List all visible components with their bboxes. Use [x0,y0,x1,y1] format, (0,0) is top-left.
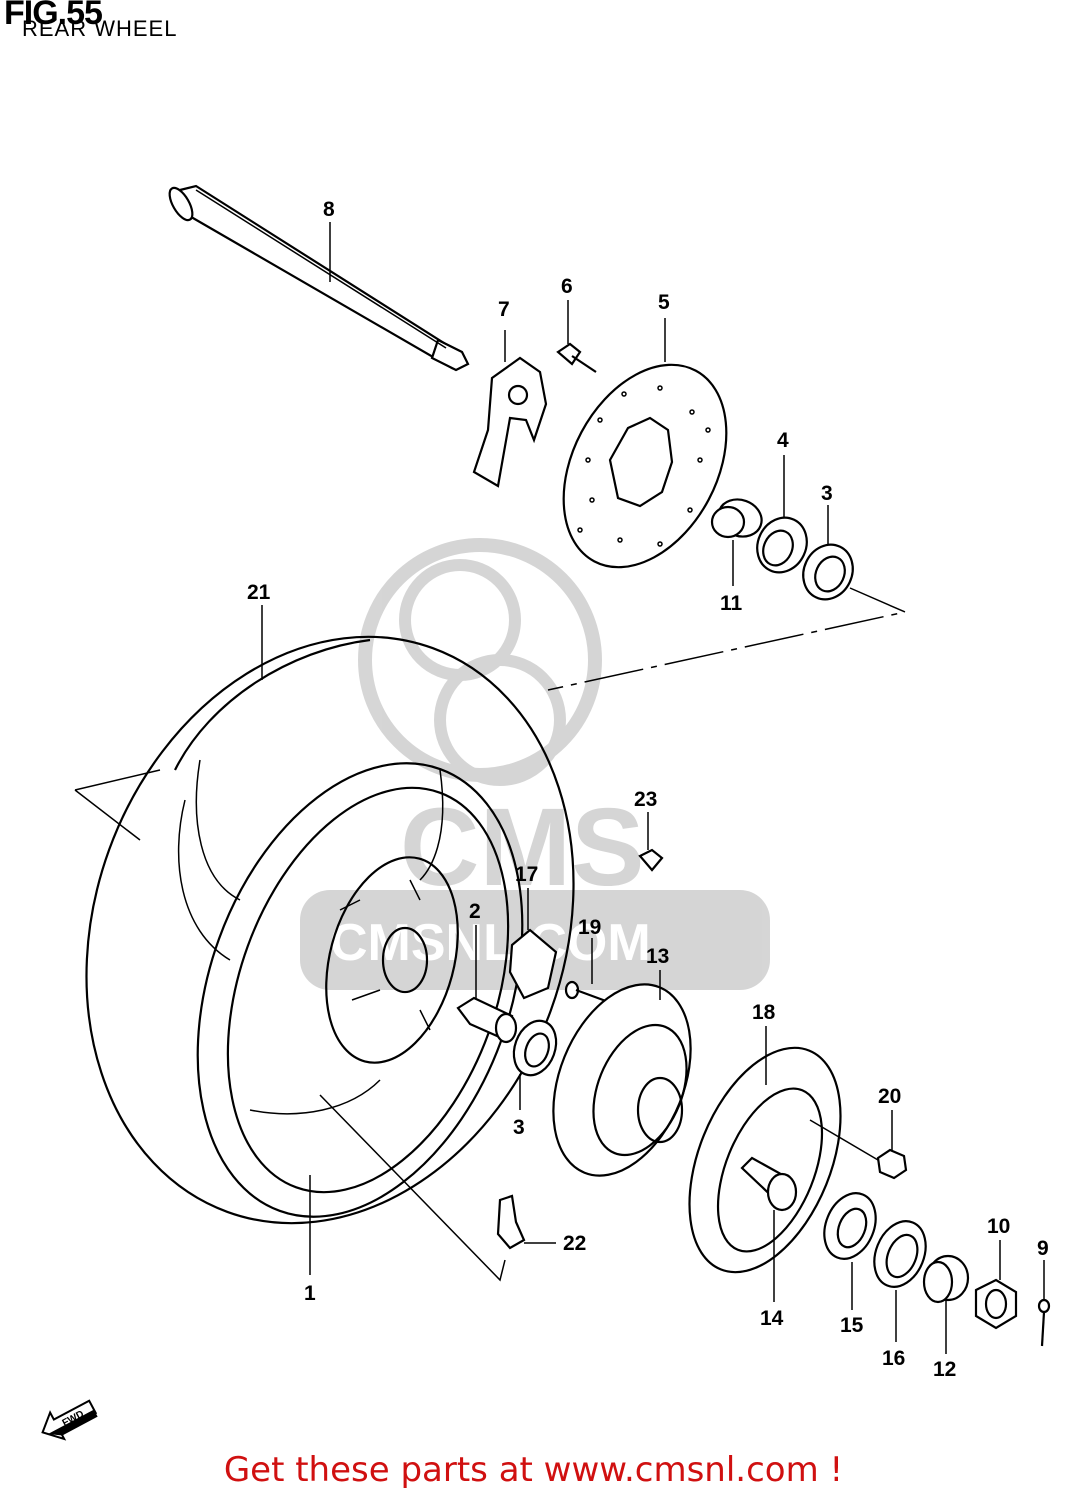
footer-link[interactable]: Get these parts at www.cmsnl.com ! [223,1450,844,1490]
callout-10: 10 [987,1215,1010,1238]
callout-5: 5 [658,291,670,314]
callout-13: 13 [646,945,669,968]
callout-15: 15 [840,1314,864,1337]
figure-subtitle: REAR WHEEL [22,16,178,41]
callout-2: 2 [469,900,481,923]
callout-9: 9 [1037,1237,1049,1260]
part-20-nut [809,1110,908,1180]
part-10-axle-nut [974,1240,1018,1330]
callout-4: 4 [777,429,789,452]
cmsnl-watermark: CMS CMSNL.COM [300,538,770,990]
part-5-brake-disc [562,318,728,569]
part-11-spacer [710,498,763,586]
part-2-spacer [456,925,518,1044]
part-6-bolt [556,300,597,373]
part-3-bearing-upper [802,505,854,601]
callout-12: 12 [933,1358,956,1381]
part-23-clip [638,812,664,872]
part-7-caliper-bracket [472,330,548,488]
callout-18: 18 [752,1001,776,1024]
part-9-cotter-pin [1037,1260,1051,1347]
callout-labels: 1 2 3 3 4 5 6 7 8 9 10 11 12 13 14 15 16… [247,198,1049,1381]
callout-17: 17 [515,863,538,886]
callout-21: 21 [247,581,271,604]
part-12-spacer [922,1254,970,1354]
figure-title: FIG.55 [4,0,103,32]
part-15-bearing [823,1192,877,1310]
part-16-oil-seal [873,1220,927,1342]
part-14-stud [740,1156,798,1302]
callout-7: 7 [498,298,510,321]
callout-6: 6 [561,275,573,298]
part-21-tire [85,605,575,1225]
callout-22: 22 [563,1232,586,1255]
part-18-sprocket [688,1026,842,1274]
callout-8: 8 [323,198,335,221]
callout-3b: 3 [513,1116,525,1139]
callout-3a: 3 [821,482,833,505]
callout-23: 23 [634,788,657,811]
part-13-sprocket-drum [552,970,692,1177]
callout-11: 11 [720,592,743,615]
watermark-brand: CMS [400,786,644,909]
callout-14: 14 [760,1307,784,1330]
axis-line-upper [547,587,908,691]
callout-1: 1 [304,1282,316,1305]
callout-16: 16 [882,1347,905,1370]
part-3-bearing-lower [512,1019,558,1110]
part-22-valve [496,1194,556,1250]
forward-arrow-icon: FWD [41,1399,98,1441]
part-4-oil-seal [756,455,808,574]
callout-20: 20 [878,1085,901,1108]
watermark-text: CMSNL.COM [330,914,651,972]
part-8-axle [168,184,470,372]
callout-19: 19 [578,916,601,939]
part-17-damper [508,888,558,1000]
